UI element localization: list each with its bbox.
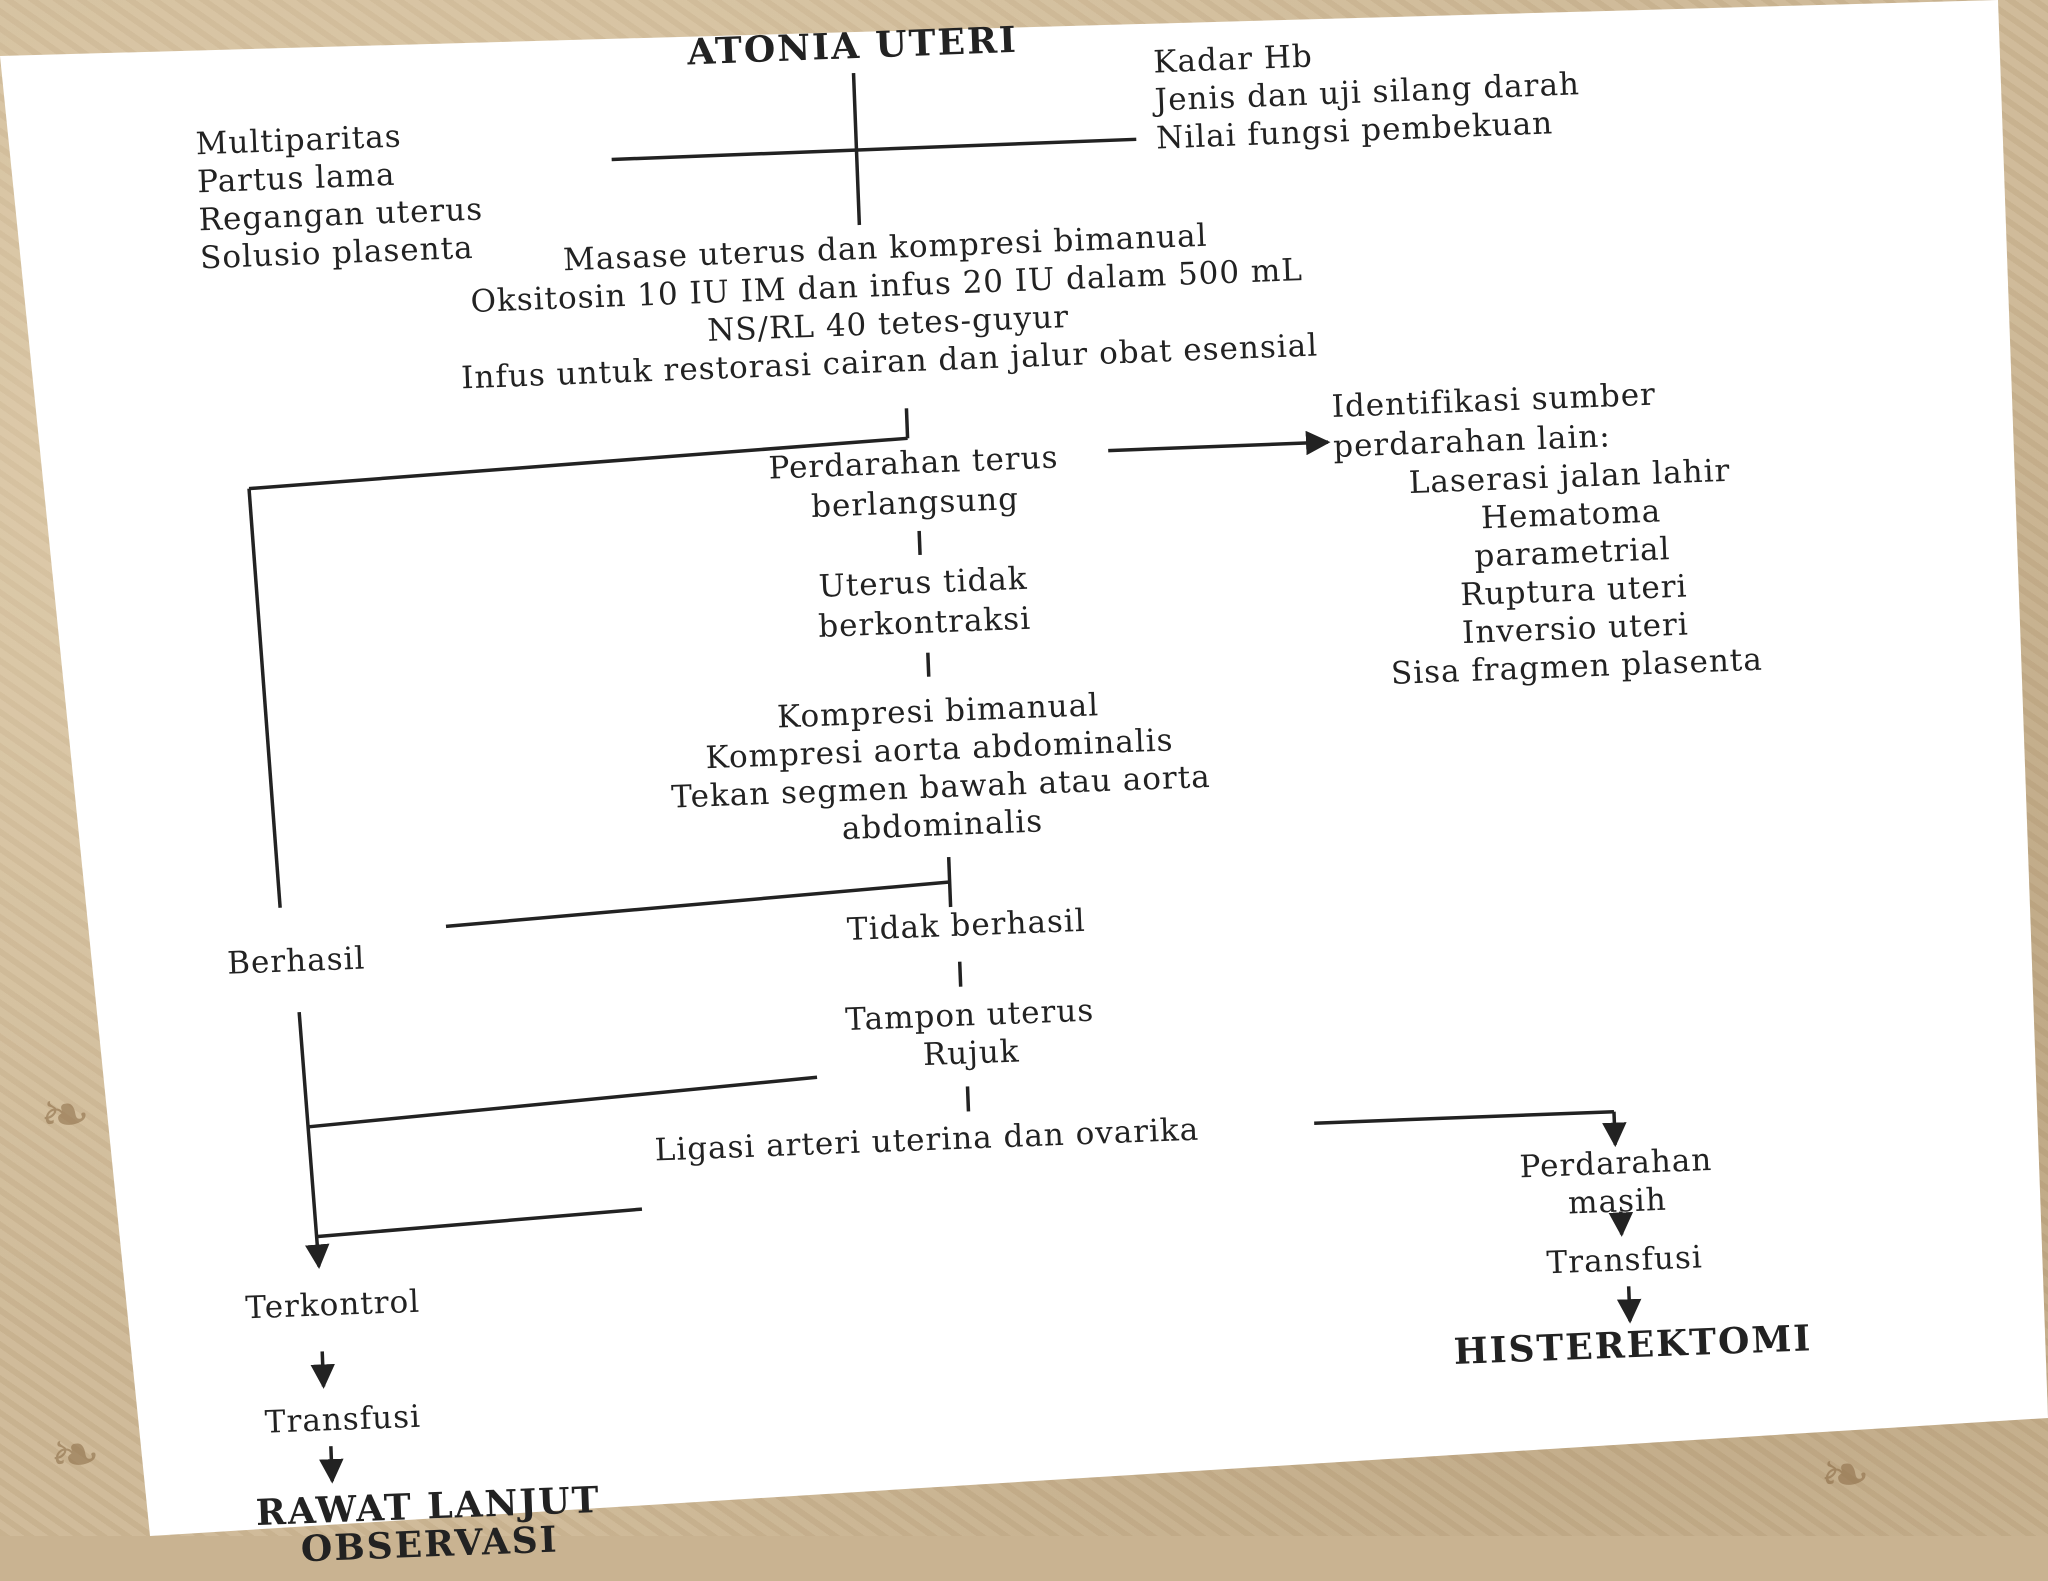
- controlled-node: Terkontrol: [244, 1283, 421, 1327]
- fish-icon: ❧: [1820, 1440, 1871, 1510]
- observation-arrow: [319, 1446, 344, 1484]
- left-transfusion-node: Transfusi: [264, 1398, 422, 1441]
- bleeding-continues-node: Perdarahan terus berlangsung: [767, 439, 1060, 526]
- right-transfusion-arrow: [1608, 1211, 1634, 1237]
- success-failure-line: [445, 880, 950, 929]
- fish-icon: ❧: [50, 1420, 101, 1490]
- left-branch-vertical-line: [247, 488, 282, 908]
- risk-lab-line: [611, 137, 1137, 162]
- uterus-to-compression-line: [926, 652, 931, 677]
- right-transfusion-node: Transfusi: [1545, 1239, 1704, 1282]
- tamponade-left-line: [308, 1075, 818, 1129]
- bleeding-to-uterus-line: [917, 530, 922, 555]
- left-transfusion-arrow: [310, 1351, 335, 1389]
- ligation-right-arrow: [1602, 1111, 1627, 1148]
- lab-check-list: Kadar Hb Jenis dan uji silang darah Nila…: [1153, 27, 1582, 157]
- other-sources-list: Laserasi jalan lahir Hematoma parametria…: [1383, 451, 1763, 693]
- other-source-item: Hematoma parametrial: [1473, 493, 1672, 575]
- success-node: Berhasil: [226, 940, 366, 982]
- hysterectomy-arrow: [1616, 1286, 1642, 1324]
- ligation-left-line: [317, 1207, 643, 1239]
- fish-icon: ❧: [40, 1080, 91, 1150]
- management-stem-line: [904, 408, 910, 439]
- observation-node: RAWAT LANJUT OBSERVASI: [255, 1478, 602, 1571]
- uterus-not-contracting-node: Uterus tidak berkontraksi: [817, 560, 1032, 645]
- failure-to-tamponade-line: [957, 961, 963, 987]
- left-branch-top-line: [248, 436, 908, 491]
- tamponade-to-ligation-line: [965, 1086, 971, 1112]
- other-sources-arrow: [1108, 430, 1331, 456]
- bleeding-persists-node: Perdarahan masih: [1518, 1141, 1713, 1222]
- risk-factor-list: Multiparitas Partus lama Regangan uterus…: [195, 115, 485, 278]
- compression-block: Kompresi bimanual Kompresi aorta abdomin…: [658, 682, 1223, 855]
- ligation-right-line: [1314, 1109, 1615, 1125]
- flowchart-paper: [0, 0, 2048, 1536]
- success-down-arrow: [297, 1011, 330, 1269]
- tamponade-block: Tampon uterus Rujuk: [845, 992, 1097, 1078]
